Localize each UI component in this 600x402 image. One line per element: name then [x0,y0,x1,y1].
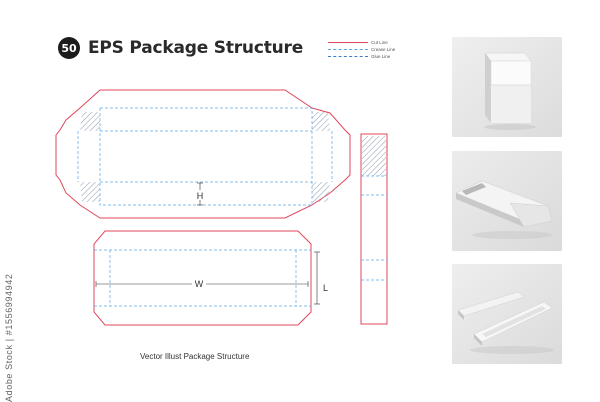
width-label: W [195,279,204,289]
closed-box-illustration [452,37,562,137]
diagram-caption: Vector Illust Package Structure [140,352,250,361]
line-legend: Cut Line Crease Line Glue Line [328,39,398,60]
tray-illustration [452,264,562,364]
legend-label: Glue Line [371,54,391,59]
width-dimension: W [95,278,309,289]
height-label: H [197,191,204,201]
legend-item-glue: Glue Line [328,53,398,60]
glue-line-swatch [328,56,368,57]
page-title: EPS Package Structure [88,38,304,58]
tray-cut-outline [93,230,312,326]
length-dimension: L [314,251,328,305]
lid-main-panel [99,107,313,206]
crease-line-swatch [328,49,368,50]
strip-cut-outline [360,133,388,325]
tray-dieline: W L [93,230,328,326]
title-block: 50 EPS Package Structure [58,36,303,60]
glue-flap [80,182,100,202]
number-badge: 50 [58,37,80,59]
side-strip-dieline [360,133,388,325]
glue-flap [80,112,100,131]
open-lid-illustration [452,151,562,251]
lid-cut-outline [55,89,351,219]
glue-flap [312,112,330,131]
legend-label: Crease Line [371,47,396,52]
legend-item-crease: Crease Line [328,46,398,53]
tray-photo [452,264,562,364]
strip-glue-area [362,136,386,176]
lid-dieline: H [55,89,351,219]
cut-line-swatch [328,42,368,43]
length-label: L [323,283,328,293]
stock-id-text: Adobe Stock | #1556994942 [4,273,14,402]
closed-box-photo [452,37,562,137]
legend-item-cut: Cut Line [328,39,398,46]
glue-flap [312,182,330,202]
open-lid-photo [452,151,562,251]
height-dimension: H [195,182,205,206]
legend-label: Cut Line [371,40,388,45]
